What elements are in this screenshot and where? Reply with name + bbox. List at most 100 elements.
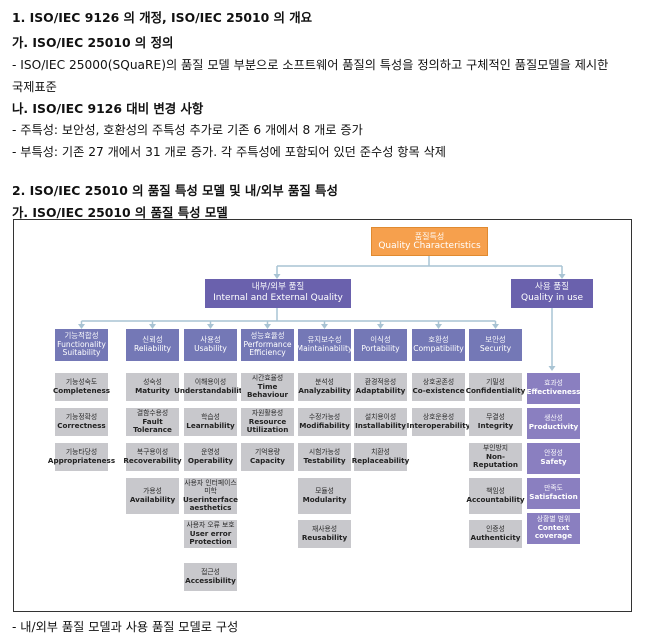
section-2-heading: 2. ISO/IEC 25010 의 품질 특성 모델 및 내/외부 품질 특성 bbox=[12, 183, 338, 198]
sub-characteristic-6-3-en: Replaceability bbox=[351, 455, 410, 465]
sub-characteristic-5-3-ko: 시험가능성 bbox=[308, 447, 341, 456]
sub-characteristic-8-5-en: Authenticity bbox=[470, 532, 521, 542]
sub-characteristic-6-2-ko: 설치용이성 bbox=[364, 412, 397, 421]
sub-characteristic-8-4-en: Accountability bbox=[466, 494, 525, 504]
char-arrow-0 bbox=[78, 324, 85, 329]
sub-characteristic-2-3-ko: 복구용이성 bbox=[136, 447, 169, 456]
sub-characteristic-5-1-en: Analyzability bbox=[298, 385, 351, 395]
char-arrow-5 bbox=[377, 324, 384, 329]
sub-characteristic-3-5-ko: 사용자 오류 보호 bbox=[186, 520, 235, 529]
in-use-sub-3-ko: 안정성 bbox=[544, 449, 563, 458]
sub-characteristic-3-6-en: Accessibility bbox=[185, 575, 236, 585]
sub-characteristic-2-1-ko: 성숙성 bbox=[143, 377, 162, 386]
sub-characteristic-8-5-ko: 인증성 bbox=[486, 524, 505, 533]
characteristic-1-ko: 기능적합성 bbox=[64, 331, 99, 341]
sub-characteristic-5-3-en: Testability bbox=[303, 455, 346, 465]
sub-characteristic-7-1-en: Co-existence bbox=[412, 385, 465, 395]
footer-text: - 내/외부 품질 모델과 사용 품질 모델로 구성 bbox=[12, 620, 239, 634]
characteristic-3-en: Usability bbox=[194, 343, 227, 353]
characteristic-8-en: Security bbox=[479, 343, 512, 353]
sub-characteristic-4-2-ko: 자원활용성 bbox=[251, 408, 284, 417]
sub-characteristic-3-1-ko: 이해용이성 bbox=[194, 377, 227, 386]
sub-characteristic-2-2-ko: 결함수용성 bbox=[136, 408, 169, 417]
root-quality-box-ko: 품질특성 bbox=[414, 231, 445, 241]
sub-characteristic-2-4-ko: 가용성 bbox=[143, 486, 162, 495]
sub-characteristic-1-3-en: Appropriateness bbox=[47, 455, 116, 465]
sub-characteristic-8-4-ko: 책임성 bbox=[486, 486, 505, 495]
inuse-arrow bbox=[558, 274, 566, 279]
definition-text-2: 국제표준 bbox=[12, 80, 57, 94]
inuse-sub-arrow bbox=[548, 366, 556, 371]
sub-characteristic-5-4-ko: 모듈성 bbox=[315, 486, 334, 495]
sub-characteristic-1-3-ko: 기능타당성 bbox=[65, 447, 98, 456]
in-use-sub-2-ko: 생산성 bbox=[544, 414, 563, 423]
sub-characteristic-6-1-ko: 환경적응성 bbox=[364, 377, 397, 386]
characteristic-3-ko: 사용성 bbox=[200, 335, 221, 345]
sub-characteristic-5-2-ko: 수정가능성 bbox=[308, 412, 341, 421]
section-1-heading: 1. ISO/IEC 9126 의 개정, ISO/IEC 25010 의 개요 bbox=[12, 10, 313, 25]
char-arrow-2 bbox=[207, 324, 214, 329]
sub-characteristic-3-5-en: User error Protection bbox=[189, 528, 232, 546]
characteristic-7-ko: 호환성 bbox=[428, 335, 449, 345]
internal-external-quality-box-en: Internal and External Quality bbox=[213, 293, 343, 304]
sub-characteristic-4-3-en: Capacity bbox=[250, 455, 285, 465]
char-arrow-1 bbox=[149, 324, 156, 329]
characteristic-6-en: Portability bbox=[361, 343, 400, 353]
sub-characteristic-4-2-en: Resource Utilization bbox=[246, 416, 289, 434]
sub-characteristic-4-1-en: Time Behaviour bbox=[246, 381, 289, 399]
sub-characteristic-7-2-ko: 상호운용성 bbox=[422, 412, 455, 421]
in-use-sub-5-ko: 상황별 범위 bbox=[536, 515, 571, 524]
char-arrow-3 bbox=[264, 324, 271, 329]
sub-characteristic-5-2-en: Modifiability bbox=[299, 420, 350, 430]
quality-in-use-box-ko: 사용 품질 bbox=[535, 282, 569, 293]
root-quality-box-en: Quality Characteristics bbox=[378, 240, 481, 251]
characteristic-4-en: Performance Efficiency bbox=[243, 339, 292, 358]
sub-characteristic-2-1-en: Maturity bbox=[135, 385, 170, 395]
in-use-sub-5-en: Context coverage bbox=[534, 523, 573, 541]
sub-characteristic-8-2-ko: 무결성 bbox=[486, 412, 505, 421]
in-use-sub-1-en: Effectiveness bbox=[526, 387, 581, 397]
sub-characteristic-3-2-ko: 학습성 bbox=[201, 412, 220, 421]
characteristic-5-en: Maintainability bbox=[296, 343, 353, 353]
sub-characteristic-1-1-en: Completeness bbox=[52, 385, 111, 395]
sub-characteristic-2-3-en: Recoverability bbox=[123, 455, 182, 465]
characteristic-2-ko: 신뢰성 bbox=[142, 335, 163, 345]
change-sub-text: - 부특성: 기존 27 개에서 31 개로 증가. 각 주특성에 포함되어 있… bbox=[12, 145, 447, 159]
sub-characteristic-7-1-ko: 상호공존성 bbox=[422, 377, 455, 386]
